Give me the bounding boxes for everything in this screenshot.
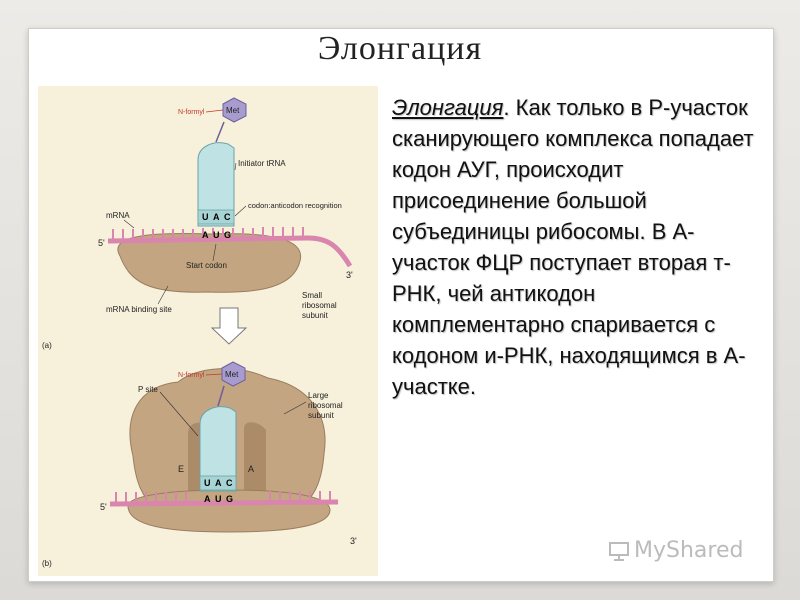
codon-anticodon-label: codon:anticodon recognition — [248, 201, 342, 210]
panel-a-label: (a) — [42, 341, 52, 350]
text-body: Как только в Р-участок сканирующего комп… — [392, 95, 754, 399]
initiator-trna-b — [199, 406, 237, 492]
three-prime-label-b: 3' — [350, 536, 357, 546]
anticodon-a-b: A — [215, 478, 222, 488]
anticodon-u-a: U — [202, 212, 209, 222]
text-heading: Элонгация — [392, 95, 504, 120]
small-subunit-shape-a — [117, 233, 302, 293]
anticodon-c-b: C — [226, 478, 233, 488]
three-prime-label-a: 3' — [346, 270, 353, 280]
five-prime-label-a: 5' — [98, 238, 105, 248]
met-label-b: Met — [225, 370, 239, 379]
translation-figure: Met N-formyl U A C A U G Initiator tRNA … — [38, 86, 378, 576]
codon-g-a: G — [224, 230, 231, 240]
met-hexagon-a — [222, 97, 247, 123]
e-site-label: E — [178, 464, 184, 474]
nformyl-label-b: N-formyl — [178, 372, 205, 379]
text-heading-dot: . — [503, 95, 510, 120]
mrna-strand-b — [109, 491, 339, 507]
codon-a-b: A — [204, 494, 211, 504]
codon-a-a: A — [202, 230, 209, 240]
a-site-label: A — [248, 464, 254, 474]
nformyl-label-a: N-formyl — [178, 109, 205, 116]
watermark-text: MyShared — [634, 538, 744, 563]
met-label-a: Met — [226, 106, 240, 115]
a-site-channel — [244, 422, 266, 506]
five-prime-label-b: 5' — [100, 502, 107, 512]
mrna-strand-a — [107, 227, 353, 268]
start-codon-label: Start codon — [186, 261, 227, 270]
presentation-icon — [609, 542, 629, 561]
slide-title: Элонгация — [317, 30, 483, 67]
codon-u-b: U — [215, 494, 222, 504]
mrna-label: mRNA — [106, 211, 130, 220]
codon-u-a: U — [213, 230, 220, 240]
p-site-label: P site — [138, 385, 158, 394]
anticodon-a-a: A — [213, 212, 220, 222]
initiator-trna-a — [197, 142, 235, 227]
panel-b-label: (b) — [42, 559, 52, 568]
transition-arrow — [210, 307, 248, 345]
codon-g-b: G — [226, 494, 233, 504]
initiator-trna-label: Initiator tRNA — [238, 159, 286, 168]
mrna-binding-site-label: mRNA binding site — [106, 305, 172, 314]
explanation-text: Элонгация. Как только в Р-участок сканир… — [392, 92, 764, 402]
anticodon-u-b: U — [204, 478, 211, 488]
anticodon-c-a: C — [224, 212, 231, 222]
met-hexagon-b — [221, 361, 246, 387]
ribosome-diagram: Met N-formyl U A C A U G Initiator tRNA … — [42, 97, 357, 568]
